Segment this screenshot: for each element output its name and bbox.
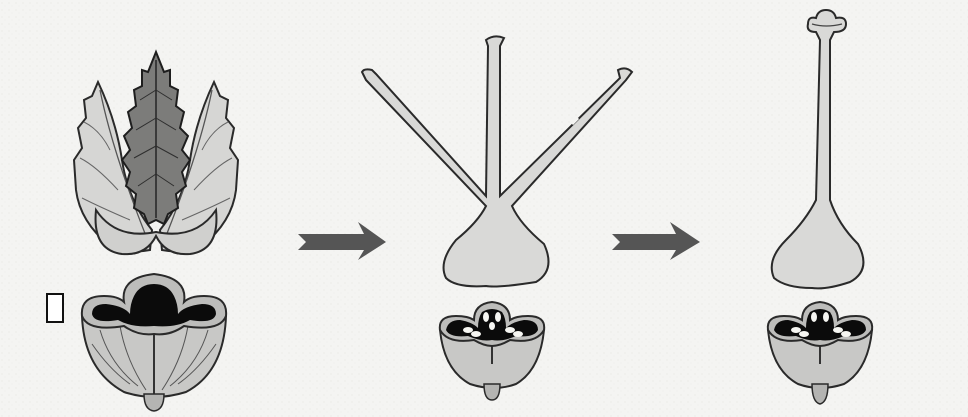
cup-stalk <box>484 384 500 400</box>
label-box <box>46 293 64 323</box>
